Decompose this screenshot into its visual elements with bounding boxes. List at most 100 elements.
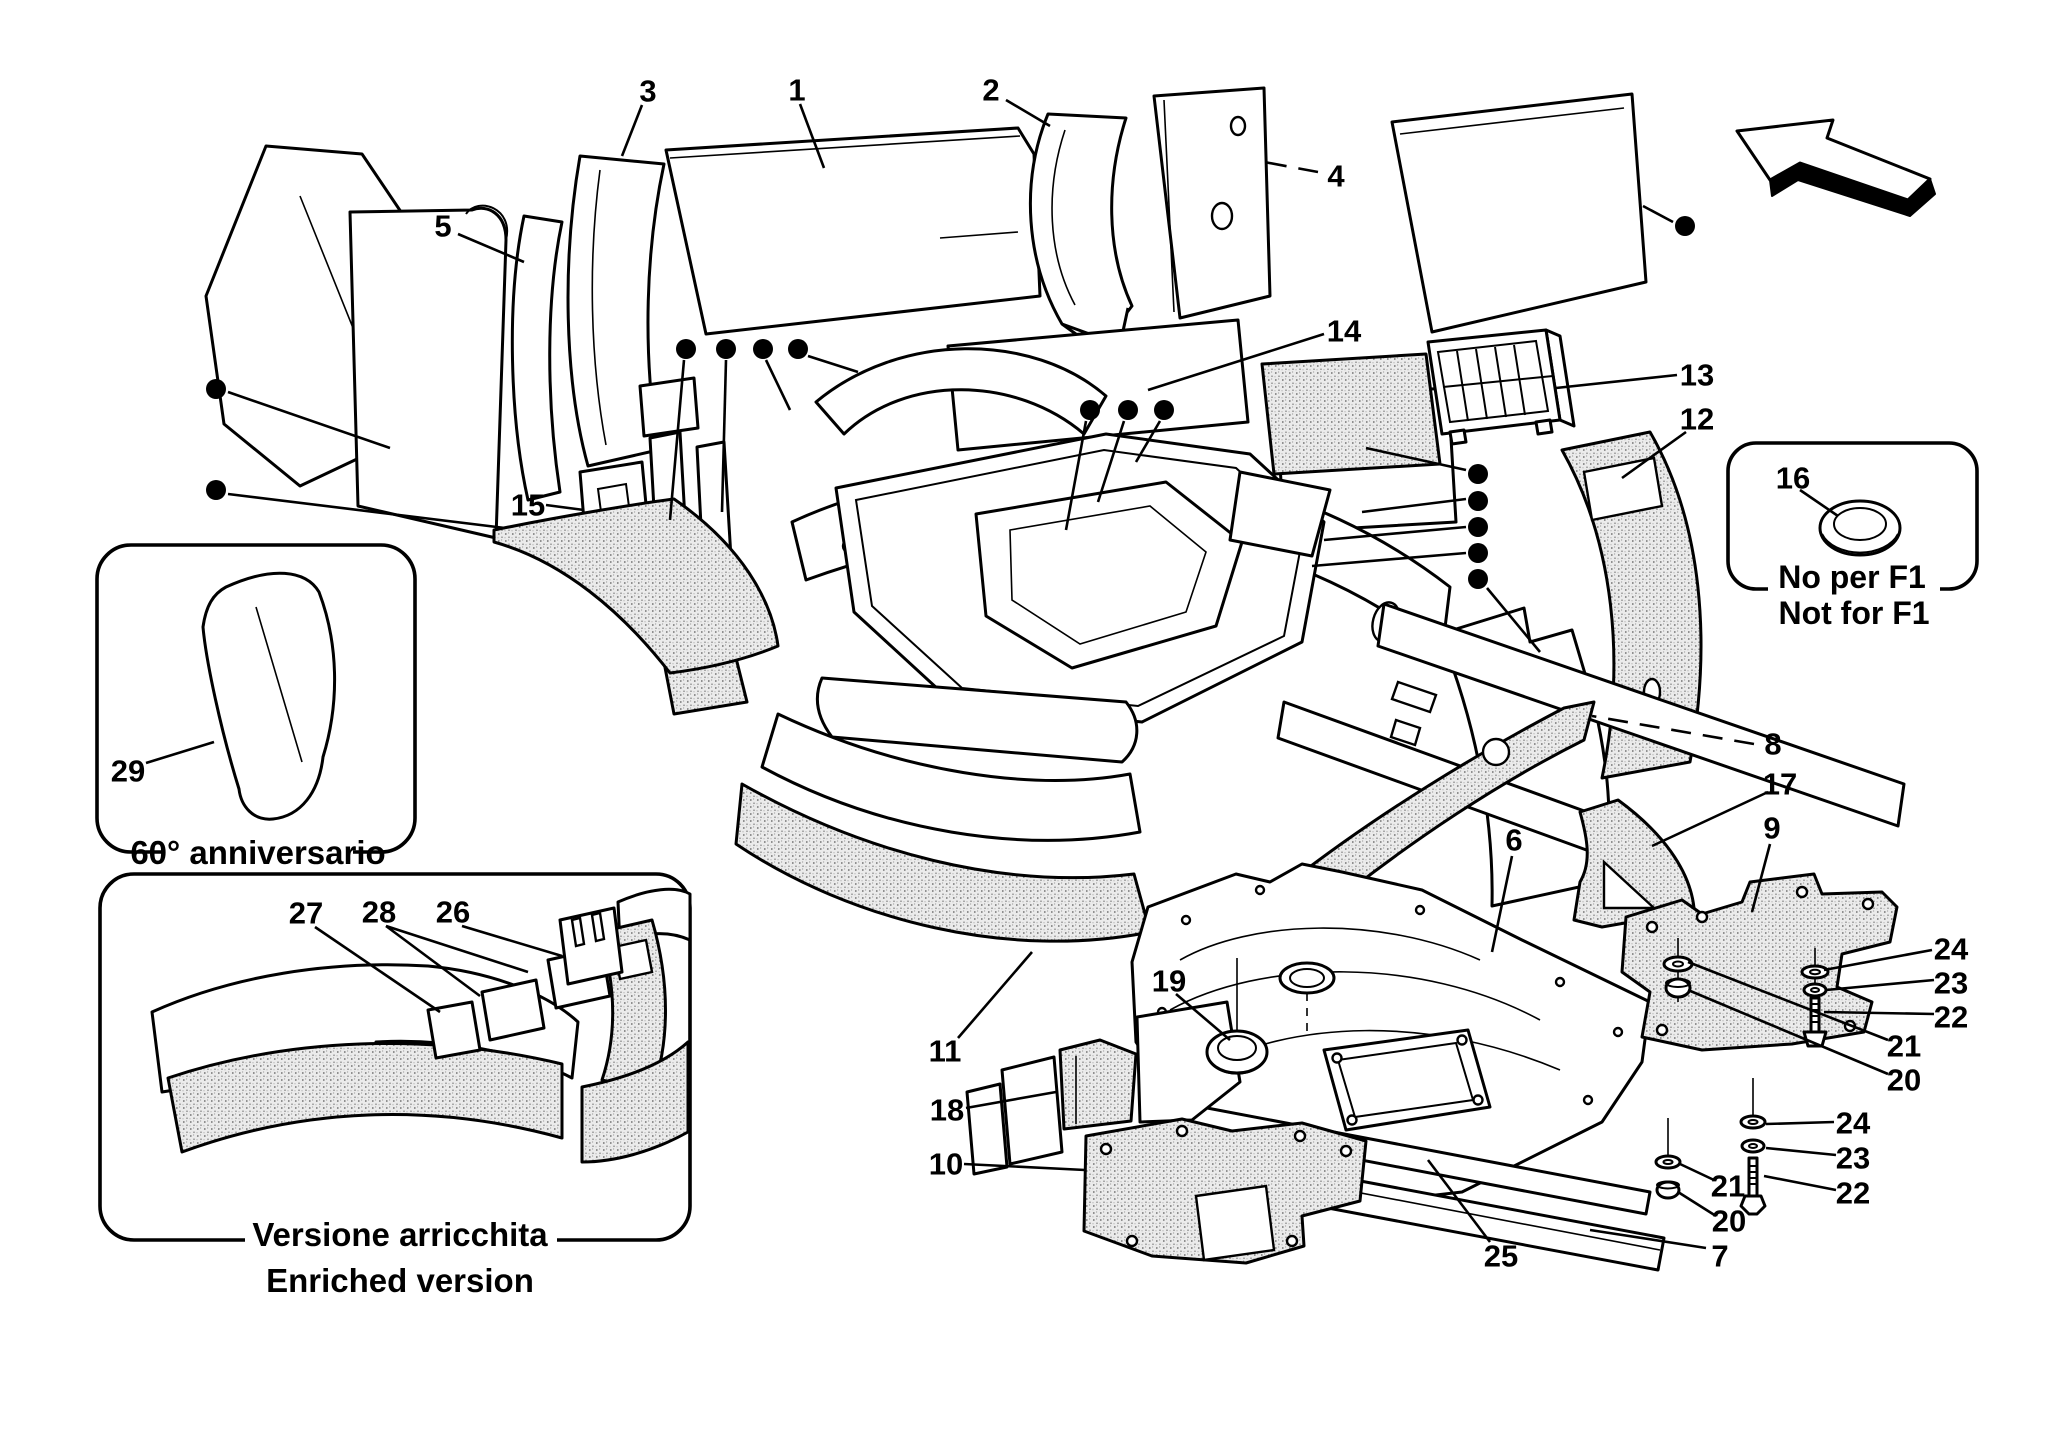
leader-line — [1175, 993, 1231, 1041]
leader-line — [457, 232, 525, 264]
part-number-24: 24 — [1836, 1106, 1871, 1141]
bumper-insulation-group — [734, 676, 1152, 943]
bullet-marker — [206, 480, 226, 500]
leader-line — [965, 1090, 1057, 1110]
part-number-20: 20 — [1712, 1204, 1746, 1239]
anniversario-inset-box: 60° anniversario — [95, 543, 417, 872]
part-number-13: 13 — [1680, 358, 1714, 393]
part-number-18: 18 — [930, 1093, 964, 1128]
leader-line — [1763, 1174, 1837, 1192]
f1-caption-italian: No per F1 — [1778, 559, 1926, 595]
leader-line — [963, 1162, 1086, 1172]
bullet-marker — [206, 379, 226, 399]
rear-bulkhead-panels — [664, 86, 1272, 352]
part-number-28: 28 — [362, 895, 396, 930]
leader-line — [1361, 497, 1467, 514]
part-number-27: 27 — [289, 896, 323, 931]
leader-line — [1589, 1228, 1707, 1250]
leader-line — [764, 359, 792, 411]
part-number-16: 16 — [1776, 461, 1810, 496]
leader-line — [227, 492, 506, 530]
leader-line — [1365, 446, 1467, 472]
bullet-marker — [753, 339, 773, 359]
trunk-lid-liner-panel — [1390, 92, 1648, 334]
leader-line — [1490, 855, 1514, 953]
leader-line — [1765, 1120, 1835, 1126]
leader-line — [1426, 1159, 1492, 1243]
part-number-5: 5 — [434, 209, 451, 244]
leader-line — [1591, 714, 1755, 746]
leader-line — [1263, 160, 1319, 174]
part-number-14: 14 — [1327, 314, 1362, 349]
part-number-23: 23 — [1836, 1141, 1870, 1176]
leader-line — [620, 104, 644, 157]
direction-arrow-icon — [1735, 118, 1936, 217]
leader-line — [145, 740, 215, 765]
enriched-caption-italian: Versione arricchita — [252, 1216, 548, 1253]
f1-caption-english: Not for F1 — [1778, 595, 1929, 631]
bullet-marker — [1468, 517, 1488, 537]
part-number-6: 6 — [1505, 823, 1522, 858]
part-number-7: 7 — [1711, 1239, 1728, 1274]
leader-line — [227, 390, 391, 450]
leader-line — [957, 951, 1033, 1039]
leader-line — [1687, 960, 1889, 1042]
air-vent-grille — [1426, 328, 1576, 446]
leader-line — [798, 103, 826, 169]
part-number-26: 26 — [436, 895, 470, 930]
bullet-marker — [1154, 400, 1174, 420]
bullet-marker — [1468, 569, 1488, 589]
leader-line — [1823, 948, 1933, 972]
part-number-21: 21 — [1887, 1029, 1921, 1064]
part-number-1: 1 — [788, 73, 805, 108]
leader-line — [1765, 1146, 1837, 1157]
bullet-marker — [676, 339, 696, 359]
part-number-20: 20 — [1887, 1063, 1921, 1098]
part-number-24: 24 — [1934, 932, 1969, 967]
leader-line — [1134, 420, 1162, 463]
part-number-10: 10 — [929, 1147, 963, 1182]
bullet-marker — [1468, 491, 1488, 511]
part-number-11: 11 — [929, 1034, 962, 1069]
leader-line — [1485, 587, 1542, 653]
leader-line — [461, 924, 563, 958]
trunk-tub-liner — [790, 432, 1452, 724]
leader-line — [385, 924, 481, 998]
anniversario-caption: 60° anniversario — [130, 834, 385, 871]
bullet-marker — [1675, 216, 1695, 236]
part-number-15: 15 — [511, 488, 545, 523]
part-number-25: 25 — [1484, 1239, 1518, 1274]
bullet-marker — [716, 339, 736, 359]
bullet-marker — [1468, 464, 1488, 484]
leader-line — [1096, 420, 1126, 503]
enriched-inset-box: Versione arricchita Enriched version — [98, 872, 692, 1299]
leader-line — [314, 925, 441, 1014]
part-number-22: 22 — [1934, 1000, 1968, 1035]
part-number-2: 2 — [982, 73, 999, 108]
leader-line — [1687, 988, 1889, 1076]
leader-line — [1147, 332, 1325, 392]
bullet-marker — [1080, 400, 1100, 420]
parts-illustration: 60° anniversario Versione arricchita Enr… — [95, 86, 1979, 1299]
leader-line — [1323, 525, 1467, 542]
enriched-caption-english: Enriched version — [266, 1262, 534, 1299]
leader-line — [807, 354, 859, 374]
bullet-marker — [1118, 400, 1138, 420]
part8-insulation-band — [1288, 700, 1596, 922]
bullet-marker — [788, 339, 808, 359]
leader-line — [1799, 488, 1839, 518]
leader-line — [1823, 1010, 1935, 1016]
part-number-22: 22 — [1836, 1176, 1870, 1211]
leader-line — [668, 359, 686, 521]
part-number-17: 17 — [1763, 767, 1797, 802]
leader-line — [1750, 843, 1772, 913]
part-number-12: 12 — [1680, 402, 1714, 437]
leader-line — [1825, 978, 1935, 992]
leader-line — [1555, 373, 1678, 390]
part-number-19: 19 — [1152, 964, 1186, 999]
part-number-8: 8 — [1764, 727, 1781, 762]
leader-line — [1064, 420, 1088, 531]
